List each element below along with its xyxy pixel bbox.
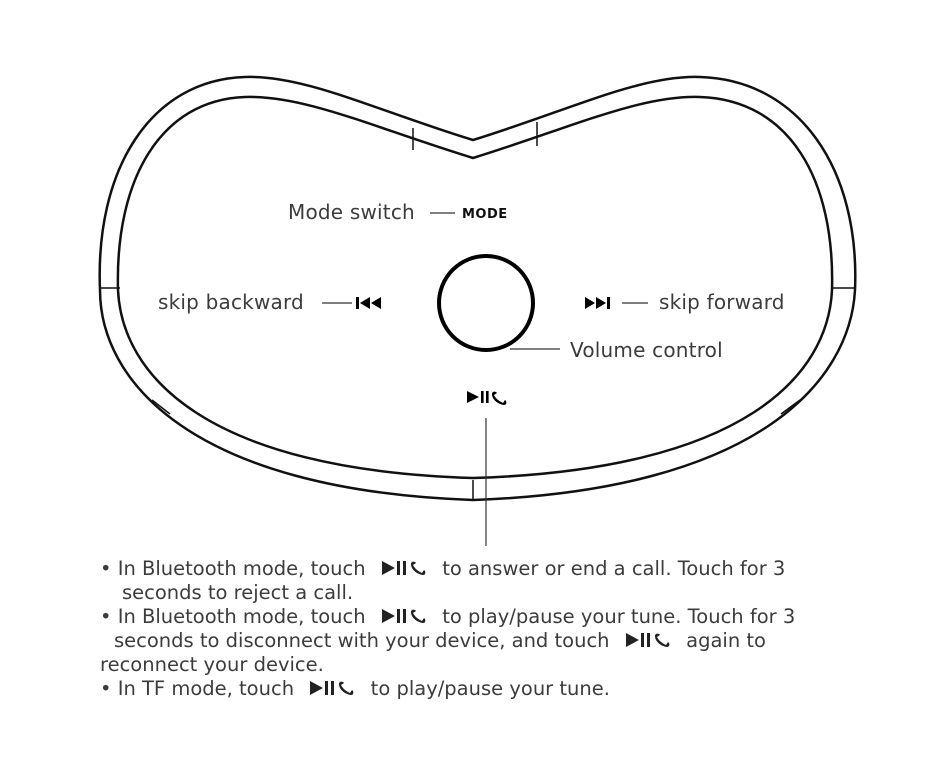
speaker-inner-outline	[116, 95, 834, 480]
note-2-line-2: seconds to disconnect with your device, …	[114, 629, 766, 652]
skip-backward-icon[interactable]	[356, 297, 381, 309]
note-1-line-1: • In Bluetooth mode, touch to answer or …	[100, 557, 786, 580]
skip-forward-icon[interactable]	[585, 297, 610, 309]
skip-backward-label: skip backward	[158, 290, 304, 314]
skip-forward-label: skip forward	[659, 290, 785, 314]
volume-dial[interactable]	[437, 254, 535, 352]
note-2-line-1: • In Bluetooth mode, touch to play/pause…	[100, 605, 796, 628]
mode-switch-label: Mode switch	[288, 200, 415, 224]
play-pause-call-icon	[625, 633, 670, 647]
speaker-diagram	[98, 75, 857, 546]
note-3-line-1: • In TF mode, touch to play/pause your t…	[100, 677, 610, 700]
speaker-outer-outline	[98, 75, 857, 502]
note-2-line-3: reconnect your device.	[100, 653, 324, 676]
usage-notes: • In Bluetooth mode, touch to answer or …	[100, 557, 940, 701]
note-1-line-2: seconds to reject a call.	[122, 581, 354, 604]
play-pause-call-icon	[382, 561, 426, 575]
play-pause-call-icon	[310, 681, 354, 695]
play-pause-call-icon[interactable]	[467, 391, 507, 405]
mode-button[interactable]: MODE	[462, 207, 508, 222]
play-pause-call-icon	[382, 609, 426, 623]
volume-control-label: Volume control	[570, 338, 723, 362]
